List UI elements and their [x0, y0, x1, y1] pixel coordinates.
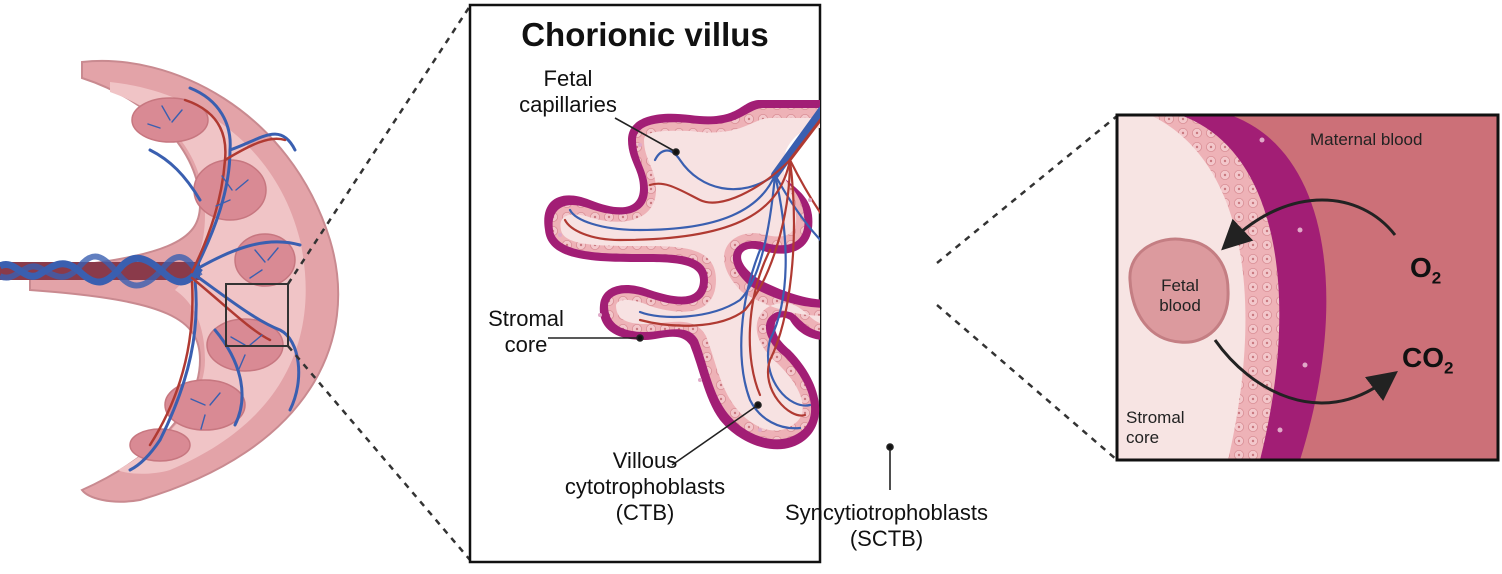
zoom-box-center	[885, 263, 937, 305]
stromal-core-fill	[560, 118, 820, 431]
label-right-stromal-core: Stromal core	[1126, 408, 1226, 448]
label-sctb-line2: (SCTB)	[849, 526, 924, 551]
placenta-vessel-tree	[128, 86, 302, 472]
chorionic-villus-illustration	[544, 100, 937, 450]
o2-subscript: 2	[1431, 268, 1442, 288]
placenta-crescent	[0, 59, 340, 503]
label-stromal-core: Stromal core	[476, 306, 576, 358]
label-right-stromal-core-line1: Stromal	[1126, 408, 1185, 427]
label-villous-ctb-line1: Villous	[612, 448, 678, 473]
co2-base: CO	[1402, 342, 1444, 373]
sctb-band-nuclei	[1259, 137, 1308, 433]
label-right-stromal-core-line2: core	[1126, 428, 1160, 447]
label-stromal-core-line2: core	[504, 332, 548, 357]
fetal-blood-vessel	[1128, 237, 1230, 344]
co2-subscript: 2	[1444, 358, 1454, 378]
co2-arrow	[1213, 339, 1398, 405]
label-maternal-blood: Maternal blood	[1310, 130, 1423, 149]
fetal-capillaries-vessels	[563, 106, 820, 430]
label-fetal-capillaries: Fetal capillaries	[508, 66, 628, 118]
label-fetal-capillaries-line1: Fetal	[543, 66, 593, 91]
villus-tip-right	[822, 100, 935, 333]
label-fetal-blood-line1: Fetal	[1161, 276, 1199, 295]
label-stromal-core-line1: Stromal	[488, 306, 564, 331]
zoom-box-left	[225, 283, 289, 347]
center-leader-lines	[548, 117, 894, 490]
o2-arrow	[1221, 198, 1397, 251]
umbilical-cord	[0, 253, 203, 289]
panel-title: Chorionic villus	[521, 16, 769, 53]
label-co2: CO2	[1402, 342, 1453, 379]
label-fetal-blood-line2: blood	[1159, 296, 1201, 315]
zoom-connectors-left	[286, 5, 472, 561]
exchange-illustration	[1117, 115, 1498, 460]
label-villous-ctb-line2: cytotrophoblasts	[564, 474, 726, 499]
label-fetal-capillaries-line2: capillaries	[519, 92, 617, 117]
label-villous-ctb-line3: (CTB)	[615, 500, 675, 525]
label-sctb: Syncytiotrophoblasts (SCTB)	[754, 500, 1019, 552]
label-o2: O2	[1410, 252, 1441, 289]
panel-right-frame	[1115, 113, 1500, 462]
sctb-nuclei	[558, 143, 812, 432]
label-fetal-blood: Fetal blood	[1140, 276, 1220, 316]
label-villous-ctb: Villous cytotrophoblasts (CTB)	[545, 448, 745, 526]
label-sctb-line1: Syncytiotrophoblasts	[785, 500, 988, 525]
o2-base: O	[1410, 252, 1432, 283]
zoom-connectors-right	[936, 115, 1118, 461]
